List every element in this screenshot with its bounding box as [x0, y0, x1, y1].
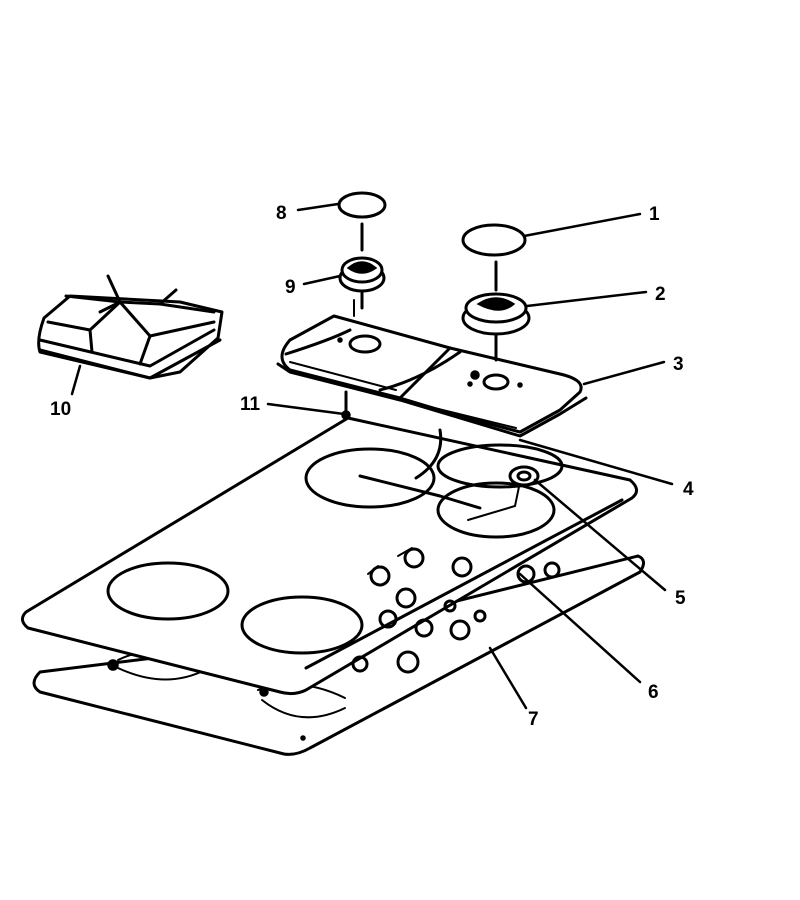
callout-9: 9	[285, 277, 296, 298]
large-burner-head	[461, 292, 531, 362]
burner-box	[276, 314, 588, 438]
small-burner-head	[338, 256, 386, 317]
callout-5: 5	[675, 588, 686, 609]
burner-grate	[37, 274, 224, 380]
small-burner-cap	[337, 191, 387, 252]
mounting-screw	[341, 390, 351, 420]
callout-labels: 1 2 3 4 5 6 7 8 9 10 11	[50, 203, 694, 730]
callout-7: 7	[528, 709, 539, 730]
callout-10: 10	[50, 399, 71, 420]
callout-2: 2	[655, 284, 666, 305]
glass-cooktop	[21, 416, 638, 696]
igniter-grommet	[508, 465, 540, 487]
callout-3: 3	[673, 354, 684, 375]
callout-4: 4	[683, 479, 694, 500]
callout-11: 11	[240, 394, 261, 415]
callout-6: 6	[648, 682, 659, 703]
large-burner-cap	[461, 223, 527, 292]
callout-1: 1	[649, 204, 660, 225]
leader-lines	[70, 202, 674, 710]
callout-8: 8	[276, 203, 287, 224]
